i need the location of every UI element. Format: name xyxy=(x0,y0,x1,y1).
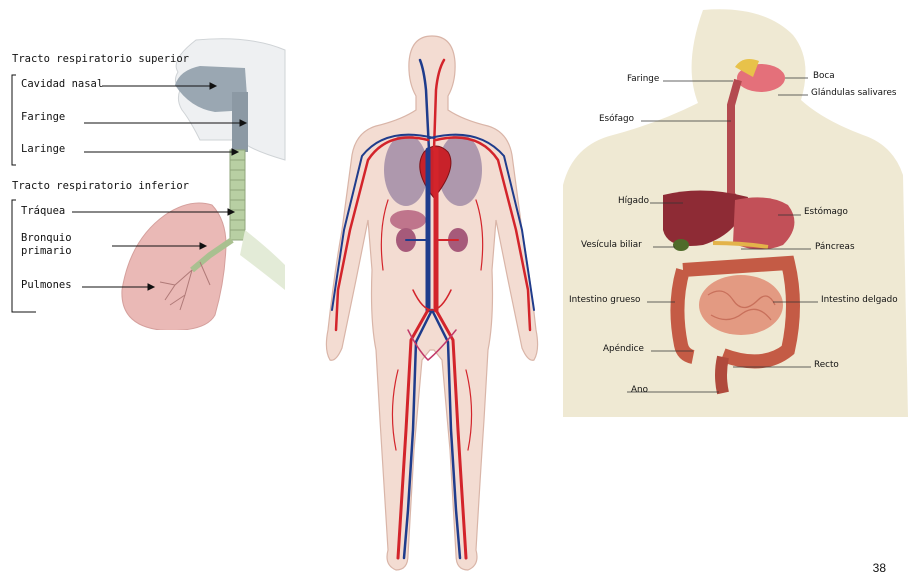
label-faringe-resp: Faringe xyxy=(21,111,65,123)
label-glandulas-salivares: Glándulas salivares xyxy=(811,88,896,98)
label-traquea: Tráquea xyxy=(21,205,65,217)
gallbladder xyxy=(673,239,689,251)
rectum xyxy=(721,357,723,393)
upper-respiratory-title: Tracto respiratorio superior xyxy=(12,53,189,65)
label-intestino-delgado: Intestino delgado xyxy=(821,295,898,305)
label-higado: Hígado xyxy=(618,196,649,206)
label-laringe: Laringe xyxy=(21,143,65,155)
small-intestine xyxy=(699,275,783,335)
label-boca: Boca xyxy=(813,71,835,81)
circulatory-illustration xyxy=(308,30,556,585)
label-estomago: Estómago xyxy=(804,207,848,217)
liver-area xyxy=(390,210,426,230)
digestive-illustration xyxy=(563,5,908,417)
label-faringe: Faringe xyxy=(627,74,659,84)
label-pulmones: Pulmones xyxy=(21,279,72,291)
circulatory-diagram xyxy=(308,30,556,585)
label-vesicula-biliar: Vesícula biliar xyxy=(581,240,642,250)
lower-respiratory-title: Tracto respiratorio inferior xyxy=(12,180,189,192)
label-ano: Ano xyxy=(631,385,648,395)
upper-bracket xyxy=(12,75,16,165)
label-esofago: Esófago xyxy=(599,114,634,124)
respiratory-diagram: Tracto respiratorio superior Cavidad nas… xyxy=(0,0,290,330)
label-pancreas: Páncreas xyxy=(815,242,855,252)
trachea xyxy=(230,150,245,240)
label-bronquio-primario: Bronquio primario xyxy=(21,232,72,258)
digestive-diagram: Faringe Esófago Hígado Vesícula biliar I… xyxy=(563,5,908,417)
body-silhouette xyxy=(326,36,537,570)
label-cavidad-nasal: Cavidad nasal xyxy=(21,78,103,90)
lung xyxy=(122,203,226,330)
page-number: 38 xyxy=(873,561,886,575)
label-recto: Recto xyxy=(814,360,839,370)
label-apendice: Apéndice xyxy=(603,344,644,354)
stomach xyxy=(733,197,794,249)
label-intestino-grueso: Intestino grueso xyxy=(569,295,640,305)
